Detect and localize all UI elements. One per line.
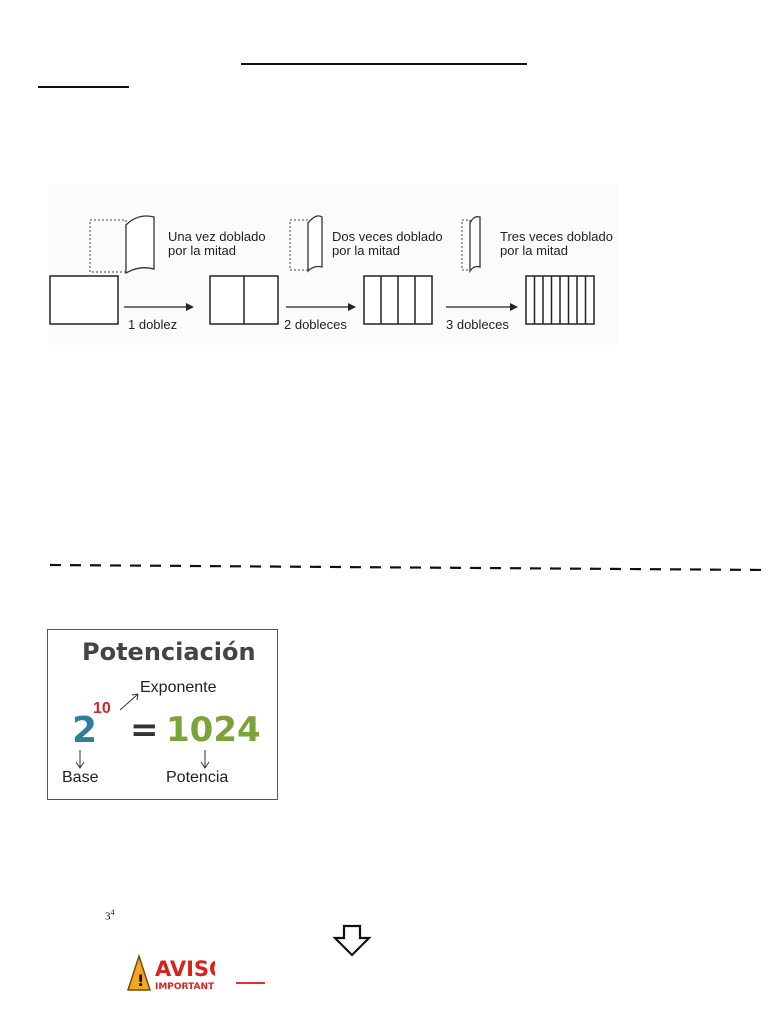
caption-3-line1: Tres veces doblado (500, 229, 613, 244)
power-example-base: 3 (105, 910, 111, 923)
potenciacion-diagram: Potenciación Exponente 10 2 = 1024 Base … (47, 629, 278, 800)
dashed-separator (50, 563, 768, 572)
base-label: Base (62, 769, 99, 786)
aviso-importante-icon: ! AVISO IMPORTANTE (127, 953, 215, 992)
subtitle-underline (38, 86, 129, 88)
exponent-label: Exponente (140, 679, 217, 696)
exponent-pointer-arrow (119, 693, 139, 711)
caption-2-line1: Dos veces doblado (332, 229, 443, 244)
base-value: 2 (72, 710, 98, 751)
caption-3-line2: por la mitad (500, 243, 568, 258)
red-underline-mark (236, 982, 265, 984)
sheet-4-parts (363, 275, 433, 325)
aviso-line1: AVISO (155, 957, 215, 981)
caption-1-line2: por la mitad (168, 243, 236, 258)
power-example: 34 (105, 908, 115, 923)
caption-1-line1: Una vez doblado (168, 229, 266, 244)
aviso-line2: IMPORTANTE (155, 982, 215, 992)
step-2-label: 2 dobleces (284, 317, 347, 332)
sheet-unfolded (49, 275, 119, 325)
fold-icon-3 (461, 215, 481, 274)
arrow-step-2 (286, 303, 356, 311)
equals-sign: = (130, 710, 159, 750)
step-3-label: 3 dobleces (446, 317, 509, 332)
potenciacion-title: Potenciación (82, 638, 256, 666)
power-down-arrow (200, 750, 210, 769)
power-label: Potencia (166, 769, 229, 786)
svg-text:!: ! (137, 971, 144, 990)
arrow-step-3 (446, 303, 518, 311)
exponent-value: 10 (93, 700, 111, 717)
sheet-8-parts (525, 275, 595, 325)
hollow-down-arrow-icon (332, 924, 372, 957)
base-down-arrow (75, 750, 85, 769)
arrow-step-1 (124, 303, 194, 311)
step-1-label: 1 doblez (128, 317, 177, 332)
sheet-2-parts (209, 275, 279, 325)
fold-icon-1 (89, 215, 155, 275)
title-underline (241, 63, 527, 65)
folding-figure: Una vez doblado por la mitad Dos veces d… (48, 185, 618, 345)
caption-2-line2: por la mitad (332, 243, 400, 258)
fold-icon-2 (289, 215, 323, 273)
power-example-exponent: 4 (110, 908, 115, 917)
result-value: 1024 (166, 710, 261, 750)
